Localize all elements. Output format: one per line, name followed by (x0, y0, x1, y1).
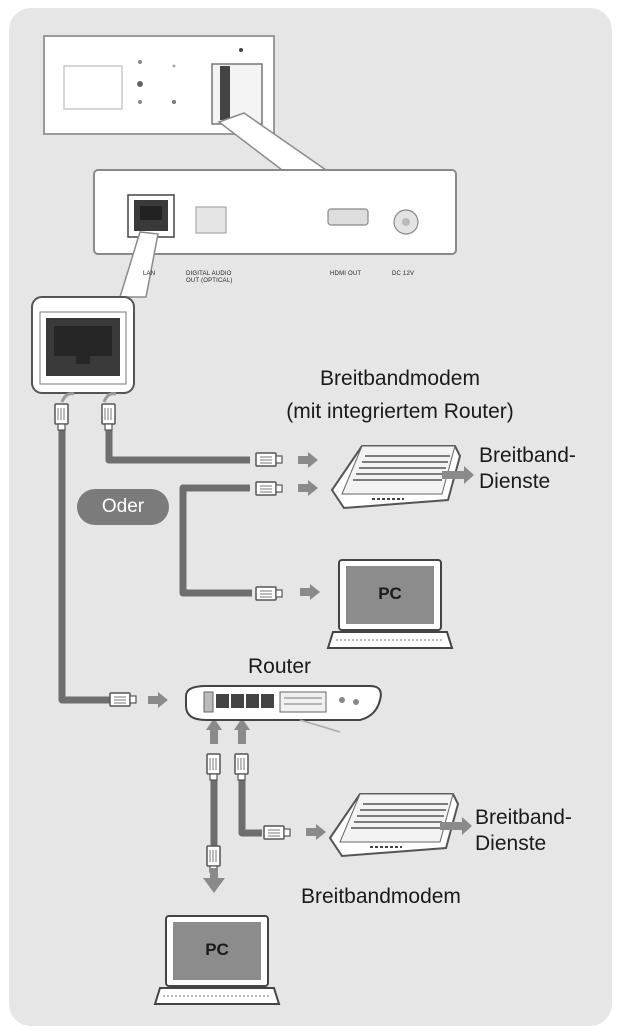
modem-with-router-icon (330, 445, 462, 510)
or-badge: Oder (77, 489, 169, 525)
digital-audio-out-label: DIGITAL AUDIO OUT (OPTICAL) (186, 271, 233, 284)
lan-callout-wedge (118, 231, 159, 298)
broadband-services-top-label: Breitband- Dienste (479, 444, 576, 493)
diagram-background (9, 8, 612, 1026)
router-icon (185, 685, 382, 733)
laptop-bottom-icon (153, 915, 281, 1005)
router-label: Router (248, 655, 312, 678)
dc-in-label: DC 12V (392, 271, 415, 277)
hdmi-port-icon (327, 208, 369, 226)
lan-port-label: LAN (143, 271, 156, 277)
modem-with-router-label-line1: Breitbandmodem (320, 367, 480, 390)
pc-bottom-label: PC (205, 940, 229, 959)
cables (58, 425, 262, 850)
broadband-arrow-bottom (440, 817, 472, 835)
hdmi-out-label: HDMI OUT (330, 271, 362, 277)
broadband-arrow-top (442, 466, 474, 484)
broadband-services-bottom-label: Breitband- Dienste (475, 806, 572, 855)
connection-arrows (148, 452, 326, 893)
modem-bottom-icon (328, 793, 460, 858)
lan-zoom-box (31, 296, 135, 394)
laptop-top-icon (326, 559, 454, 649)
zoom-box-arrows (60, 392, 117, 403)
port-panel (93, 169, 457, 255)
modem-bottom-label: Breitbandmodem (301, 885, 461, 908)
pc-top-label: PC (378, 584, 402, 603)
modem-with-router-label-line2: (mit integriertem Router) (286, 400, 514, 423)
